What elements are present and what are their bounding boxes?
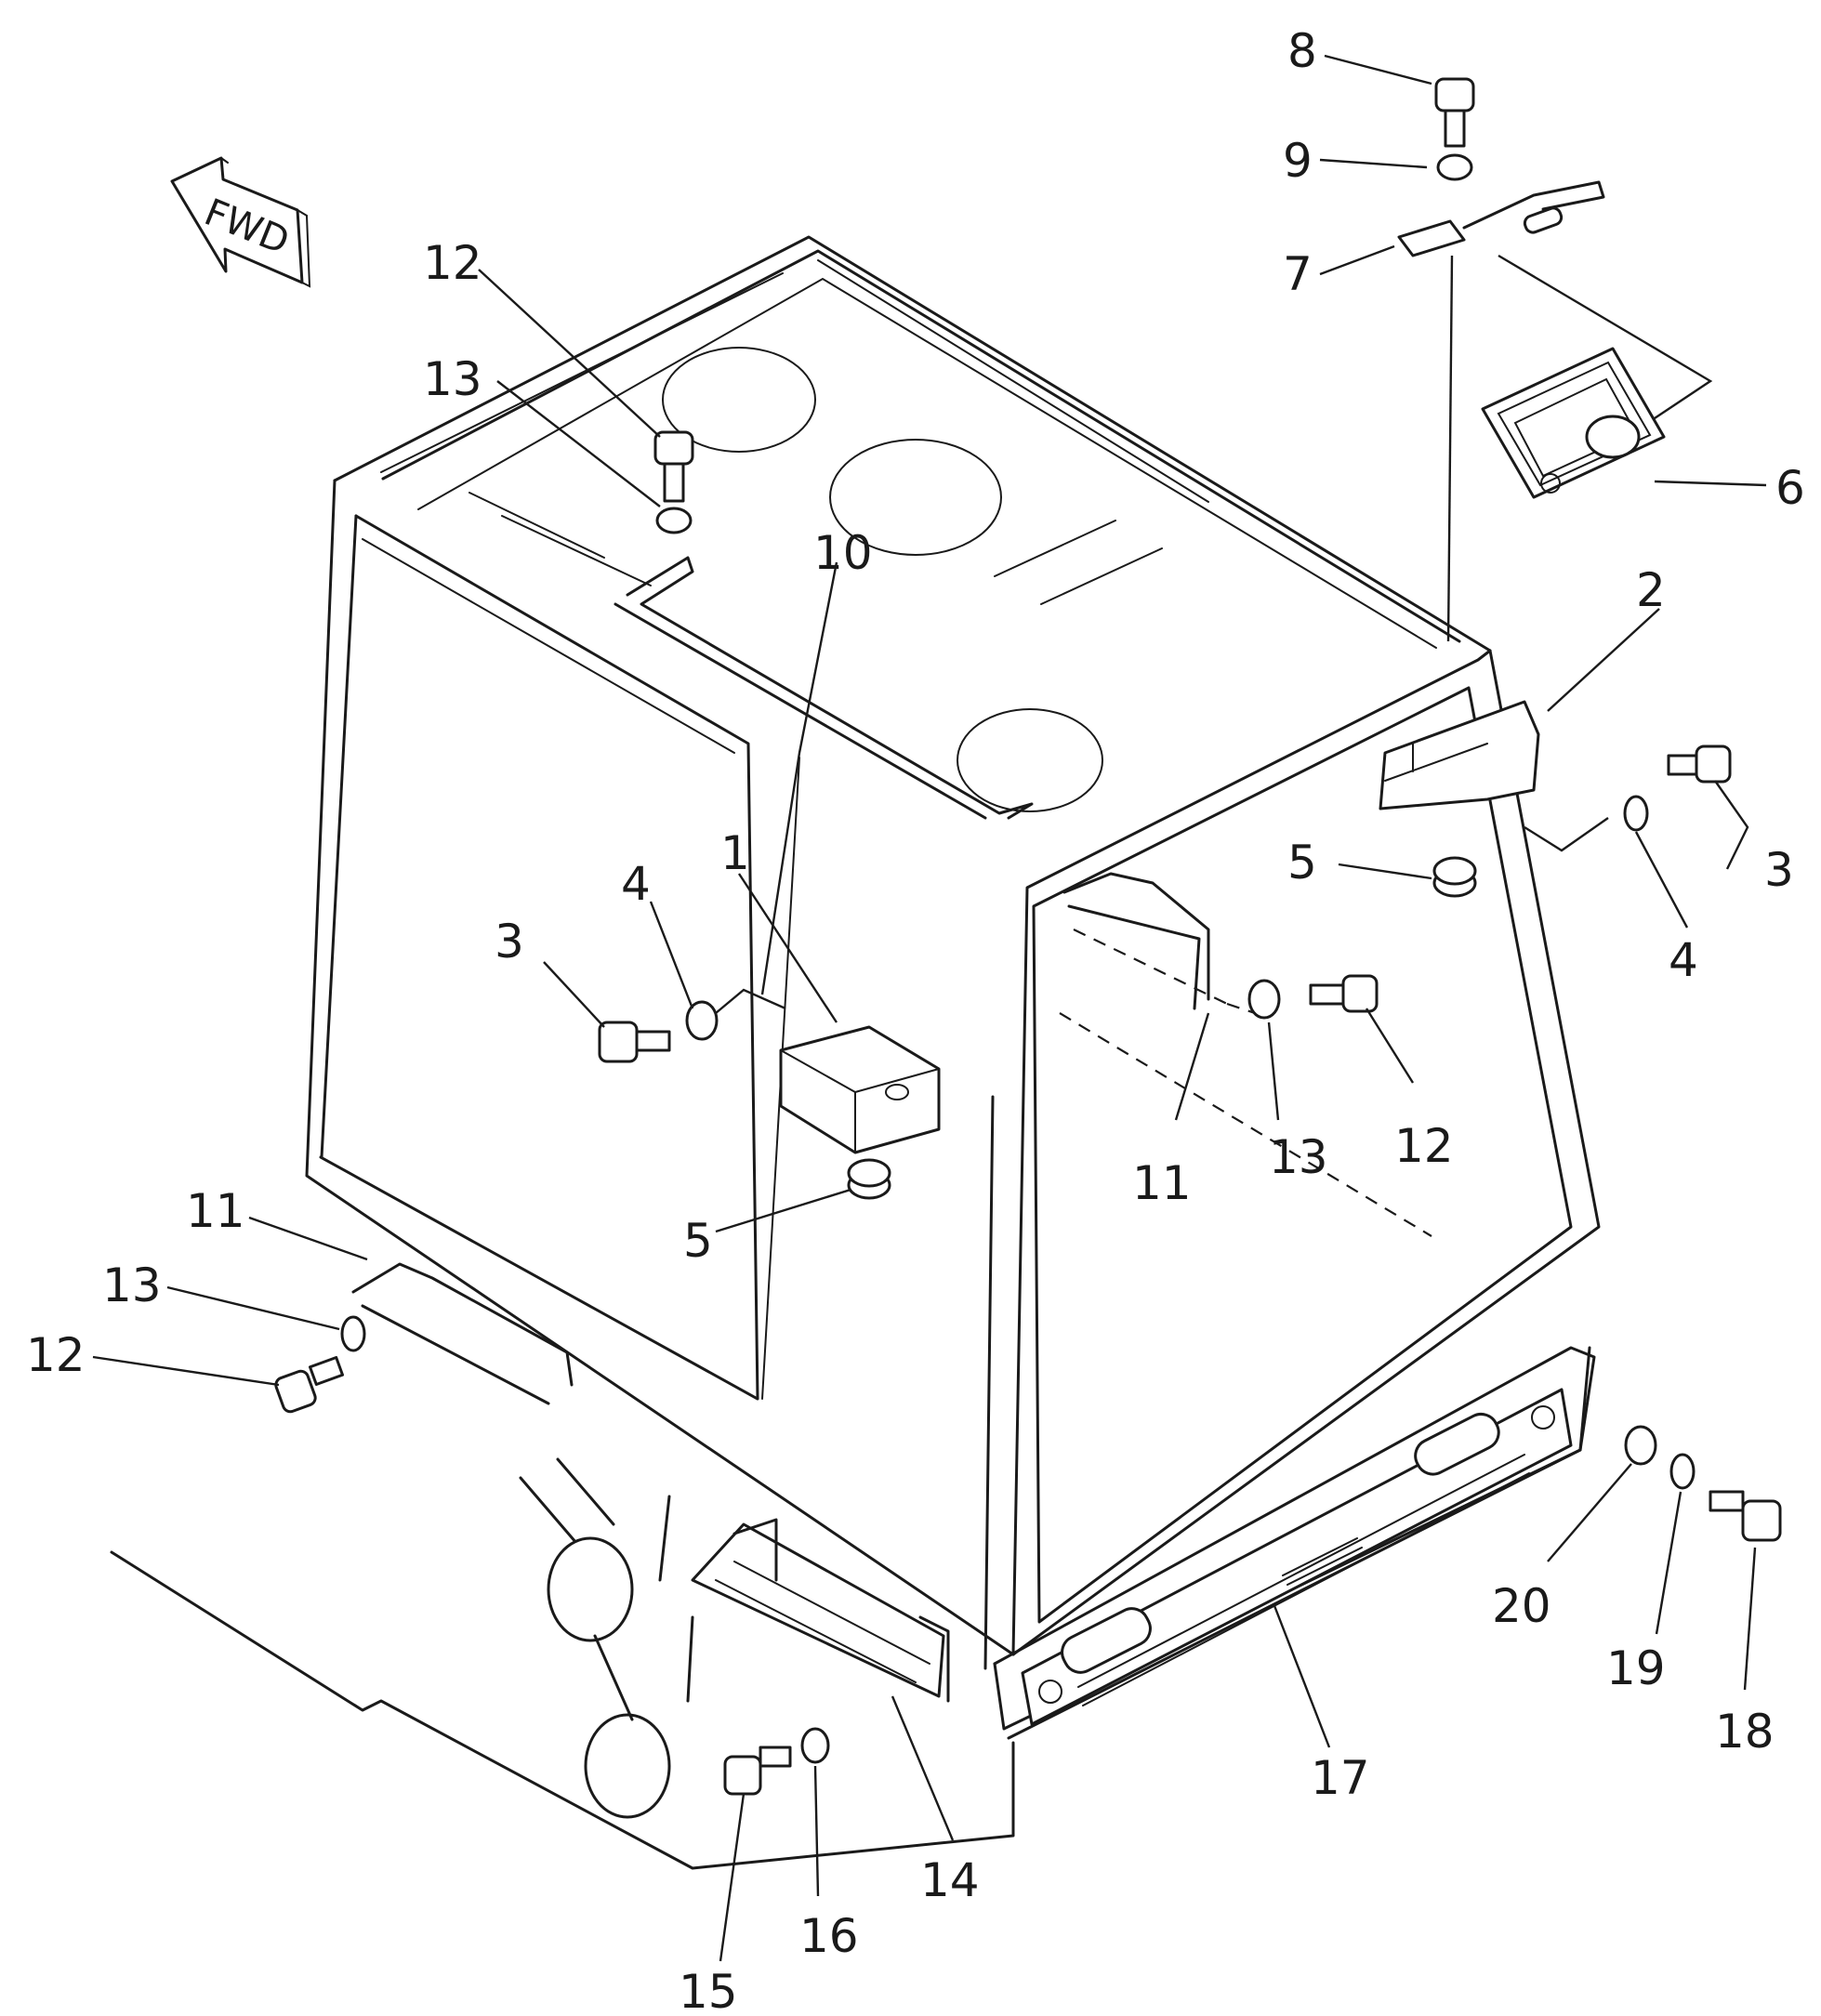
part-2-bracket bbox=[1379, 700, 1540, 810]
washer-13-top bbox=[655, 507, 693, 534]
callout-labels: 8 9 7 6 2 3 4 5 12 13 10 1 4 3 5 11 13 1… bbox=[26, 24, 1805, 2016]
callout-19: 19 bbox=[1606, 1641, 1666, 1695]
washer-4-left bbox=[685, 1000, 719, 1041]
callout-10: 10 bbox=[813, 526, 873, 580]
washer-19 bbox=[1669, 1453, 1696, 1490]
callout-11-mid: 11 bbox=[1132, 1156, 1192, 1210]
washer-9 bbox=[1436, 153, 1473, 181]
washer-4-right bbox=[1623, 795, 1649, 832]
callout-11-left: 11 bbox=[186, 1184, 245, 1238]
callout-8: 8 bbox=[1287, 24, 1317, 78]
washer-20 bbox=[1624, 1425, 1657, 1466]
callout-14: 14 bbox=[920, 1853, 980, 1907]
callout-5-right: 5 bbox=[1287, 836, 1317, 889]
callout-9: 9 bbox=[1283, 134, 1313, 188]
bolt-3-left bbox=[598, 1021, 671, 1063]
callout-3-right: 3 bbox=[1764, 843, 1794, 897]
callout-17: 17 bbox=[1311, 1751, 1370, 1805]
callout-18: 18 bbox=[1715, 1705, 1775, 1759]
callout-4-right: 4 bbox=[1669, 933, 1698, 987]
forward-direction-arrow: FWD bbox=[170, 156, 311, 288]
callout-3-left: 3 bbox=[495, 915, 524, 968]
callout-4-left: 4 bbox=[621, 857, 651, 911]
callout-2: 2 bbox=[1636, 563, 1666, 617]
bolt-12-top bbox=[653, 430, 694, 503]
callout-6: 6 bbox=[1775, 461, 1805, 515]
callout-20: 20 bbox=[1492, 1579, 1551, 1633]
bush-5-left bbox=[847, 1158, 891, 1200]
bush-5-right bbox=[1432, 856, 1477, 898]
part-1-bracket bbox=[779, 1025, 941, 1154]
washer-13-mid bbox=[1247, 979, 1281, 1020]
handrails bbox=[351, 556, 1210, 1405]
bolt-15 bbox=[723, 1746, 792, 1796]
callout-13-top: 13 bbox=[423, 352, 482, 406]
callout-15: 15 bbox=[679, 1965, 738, 2016]
part-14-step bbox=[691, 1518, 950, 1703]
part-6-switch-panel bbox=[1481, 347, 1666, 499]
callout-12-left: 12 bbox=[26, 1328, 86, 1382]
part-7-plate bbox=[1397, 180, 1605, 257]
callout-12-top: 12 bbox=[423, 236, 482, 290]
callout-13-left: 13 bbox=[102, 1258, 162, 1312]
cab-body bbox=[110, 235, 1601, 1870]
bolt-3-right bbox=[1667, 744, 1732, 784]
callout-12-mid: 12 bbox=[1394, 1119, 1454, 1173]
washer-13-left bbox=[340, 1315, 366, 1352]
washer-16 bbox=[800, 1727, 830, 1764]
callout-13-mid: 13 bbox=[1269, 1130, 1328, 1184]
bolt-12-mid bbox=[1309, 974, 1379, 1013]
callout-5-left: 5 bbox=[683, 1214, 713, 1268]
callout-1: 1 bbox=[720, 826, 750, 880]
bolt-12-left bbox=[274, 1355, 345, 1414]
bolt-8 bbox=[1434, 77, 1475, 148]
callout-7: 7 bbox=[1283, 247, 1313, 301]
callout-16: 16 bbox=[799, 1909, 859, 1963]
bolt-18 bbox=[1709, 1490, 1782, 1542]
leader-lines bbox=[92, 54, 1767, 1962]
